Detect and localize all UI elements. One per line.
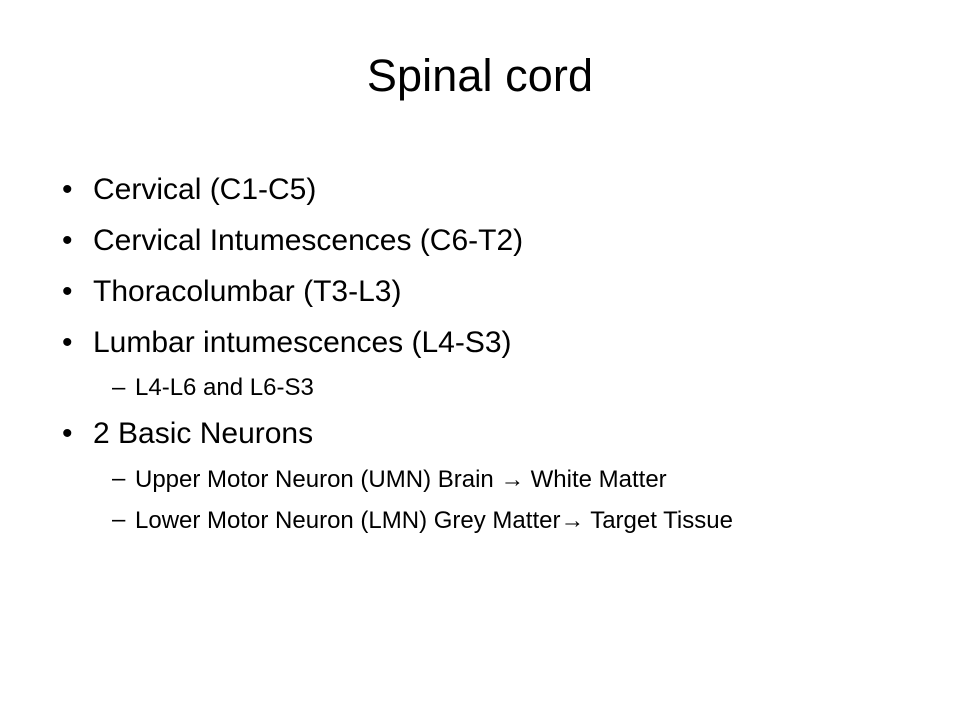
sub-list-item-text-before-arrow: Upper Motor Neuron (UMN) Brain <box>135 466 501 493</box>
bullet-dot-icon: • <box>62 417 73 450</box>
list-item: • Lumbar intumescences (L4-S3) <box>56 317 916 368</box>
sub-list-item-text-after-arrow: White Matter <box>523 466 667 493</box>
sub-list-item: – L4-L6 and L6-S3 <box>56 368 916 408</box>
list-item-label: Cervical Intumescences (C6-T2) <box>93 224 524 257</box>
bullet-dot-icon: • <box>62 173 73 206</box>
right-arrow-icon: → <box>560 507 584 533</box>
list-item: • Cervical Intumescences (C6-T2) <box>56 215 916 266</box>
right-arrow-icon: → <box>500 466 524 492</box>
list-item: • Cervical (C1-C5) <box>56 164 916 215</box>
sub-list-item: – Lower Motor Neuron (LMN) Grey Matter→ … <box>56 500 916 541</box>
sub-list-item-label: Lower Motor Neuron (LMN) Grey Matter→ Ta… <box>135 500 916 541</box>
slide-body: • Cervical (C1-C5) • Cervical Intumescen… <box>56 164 916 541</box>
bullet-dash-icon: – <box>112 374 126 401</box>
list-item-label: Cervical (C1-C5) <box>93 173 317 206</box>
list-item: • 2 Basic Neurons <box>56 408 916 459</box>
sub-list-item-text-after-arrow: Target Tissue <box>583 507 733 534</box>
bullet-dot-icon: • <box>62 326 73 359</box>
bullet-dash-icon: – <box>112 465 126 492</box>
list-item-label: Lumbar intumescences (L4-S3) <box>93 326 512 359</box>
list-item: • Thoracolumbar (T3-L3) <box>56 266 916 317</box>
list-item-label: 2 Basic Neurons <box>93 417 314 450</box>
bullet-dot-icon: • <box>62 275 73 308</box>
bullet-dot-icon: • <box>62 224 73 257</box>
bullet-dash-icon: – <box>112 506 126 533</box>
sub-list-item-text-before-arrow: Lower Motor Neuron (LMN) Grey Matter <box>135 507 561 534</box>
list-item-label: Thoracolumbar (T3-L3) <box>93 275 402 308</box>
bullet-list: • Cervical (C1-C5) • Cervical Intumescen… <box>56 164 916 541</box>
sub-list-item-label: L4-L6 and L6-S3 <box>135 374 314 401</box>
sub-list-item-label: Upper Motor Neuron (UMN) Brain → White M… <box>135 459 916 500</box>
sub-list-item: – Upper Motor Neuron (UMN) Brain → White… <box>56 459 916 500</box>
page-title: Spinal cord <box>366 50 594 101</box>
